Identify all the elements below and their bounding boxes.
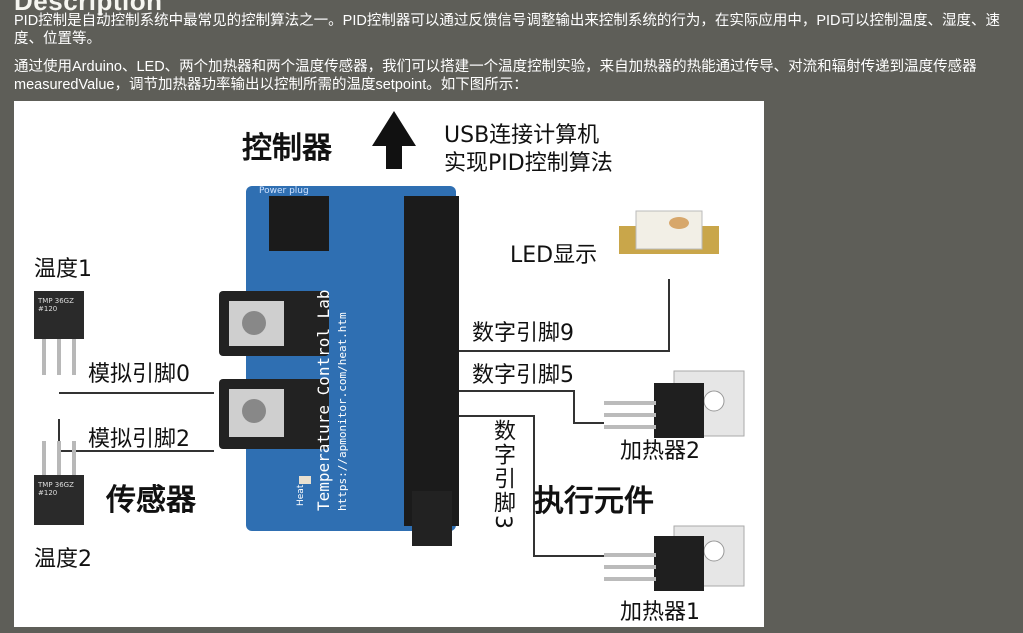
temp1-label: 温度1 — [34, 257, 92, 282]
board-power-plug-text: Power plug — [259, 186, 309, 196]
chip1-marking: TMP 36GZ #120 — [38, 297, 74, 313]
analog0-label: 模拟引脚0 — [88, 362, 190, 387]
section-heading: Description — [14, 0, 163, 16]
temp-sensor-1 — [34, 291, 84, 375]
board-heat-text: Heat — [296, 484, 306, 506]
actuator-label: 执行元件 — [534, 484, 654, 519]
wire-digital3 — [454, 415, 604, 557]
digital9-label: 数字引脚9 — [472, 321, 574, 346]
usb-label-line1: USB连接计算机 — [444, 123, 600, 148]
heater2-label: 加热器2 — [620, 439, 700, 464]
digital5-label: 数字引脚5 — [472, 363, 574, 388]
controller-label: 控制器 — [242, 131, 332, 166]
tclab-diagram-image: 控制器 USB连接计算机 实现PID控制算法 LED显示 温度1 模拟引脚0 模… — [14, 101, 764, 627]
digital3-label: 数字引脚3 — [490, 419, 515, 531]
usb-arrow — [372, 111, 416, 169]
smd-led — [619, 210, 719, 254]
wire-digital5 — [454, 390, 604, 424]
heater-2-transistor — [604, 370, 745, 438]
shield-board — [219, 186, 459, 546]
experiment-paragraph: 通过使用Arduino、LED、两个加热器和两个温度传感器，我们可以搭建一个温度… — [14, 59, 977, 93]
diagram-graphics — [34, 111, 745, 591]
chip2-marking: TMP 36GZ #120 — [38, 481, 74, 497]
wire-digital9 — [454, 279, 670, 352]
board-url-text: https://apmonitor.com/heat.htm — [336, 312, 349, 511]
analog2-label: 模拟引脚2 — [88, 427, 190, 452]
led-display-label: LED显示 — [510, 243, 598, 268]
usb-label-line2: 实现PID控制算法 — [444, 151, 613, 176]
heater-1-transistor — [604, 525, 745, 591]
intro-paragraph: PID控制是自动控制系统中最常见的控制算法之一。PID控制器可以通过反馈信号调整… — [14, 13, 1001, 47]
temp2-label: 温度2 — [34, 547, 92, 572]
heater1-label: 加热器1 — [620, 600, 700, 625]
sensor-label: 传感器 — [106, 483, 196, 518]
board-title-text: Temperature Control Lab — [314, 289, 333, 511]
temp-sensor-2 — [34, 441, 84, 525]
